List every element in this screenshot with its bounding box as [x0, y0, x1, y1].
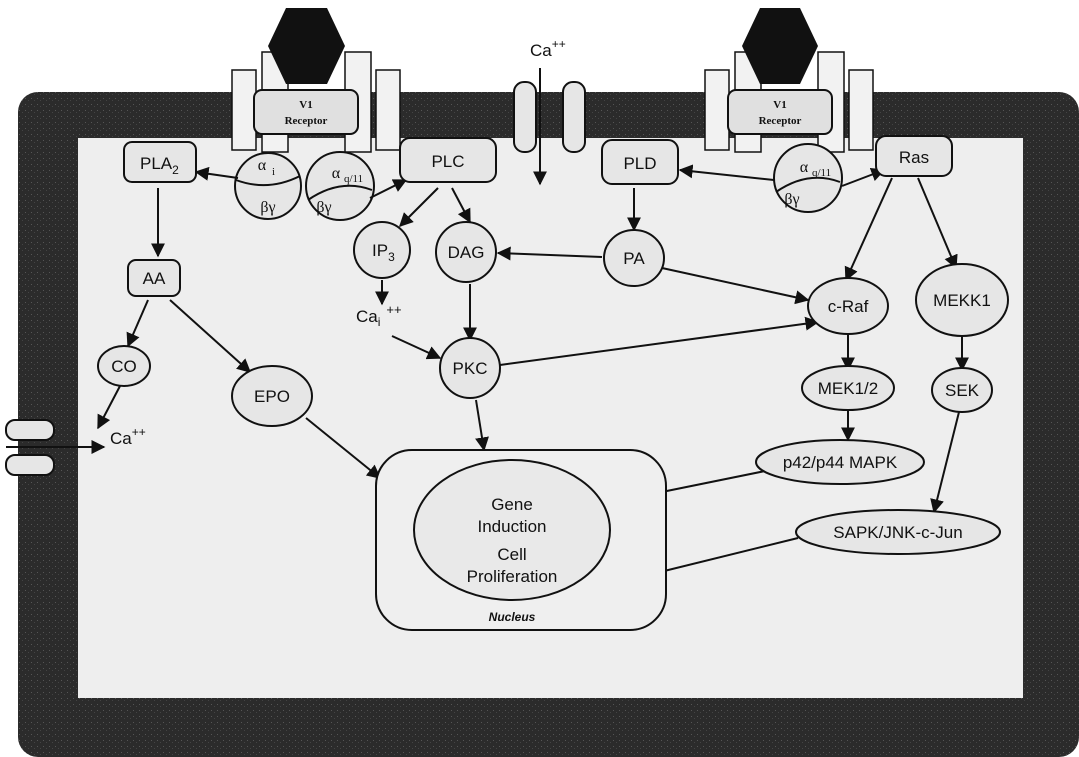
- nucleus-line1: Gene: [491, 495, 533, 514]
- mapk-text: p42/p44 MAPK: [783, 453, 898, 472]
- plc-text: PLC: [431, 152, 464, 171]
- node-sapk: SAPK/JNK-c-Jun: [796, 510, 1000, 554]
- g-beta-gamma-right: βγ: [784, 191, 799, 208]
- g-alpha-q11-right: α: [800, 159, 809, 176]
- node-aa: AA: [128, 260, 180, 296]
- node-pla2: PLA2: [124, 142, 196, 182]
- g-protein-q11-right: α q/11 βγ: [774, 144, 842, 212]
- node-pld: PLD: [602, 140, 678, 184]
- aa-text: AA: [143, 269, 166, 288]
- ca-top-text: Ca++: [530, 37, 566, 60]
- sek-text: SEK: [945, 381, 980, 400]
- node-pkc: PKC: [440, 338, 500, 398]
- nucleus-line4: Proliferation: [467, 567, 558, 586]
- pld-text: PLD: [623, 154, 656, 173]
- node-dag: DAG: [436, 222, 496, 282]
- g-alpha-q11-left: α: [332, 165, 341, 182]
- g-beta-gamma-left: βγ: [260, 199, 275, 216]
- node-mekk1: MEKK1: [916, 264, 1008, 336]
- dag-text: DAG: [448, 243, 485, 262]
- nucleus-label: Nucleus: [489, 610, 536, 624]
- mek12-text: MEK1/2: [818, 379, 878, 398]
- g-alpha-i-sub: i: [272, 166, 275, 178]
- epo-text: EPO: [254, 387, 290, 406]
- g-beta-gamma-mid: βγ: [316, 199, 331, 216]
- pkc-text: PKC: [453, 359, 488, 378]
- node-epo: EPO: [232, 366, 312, 426]
- nucleus: Gene Induction Cell Proliferation Nucleu…: [376, 450, 666, 630]
- nucleus-line2: Induction: [478, 517, 547, 536]
- g-protein-i: α i βγ: [235, 153, 301, 219]
- ras-text: Ras: [899, 148, 929, 167]
- receptor-left-line1: V1: [299, 99, 312, 111]
- g-alpha-i: α: [258, 157, 267, 174]
- node-co: CO: [98, 346, 150, 386]
- co-text: CO: [111, 357, 137, 376]
- receptor-right-line1: V1: [773, 99, 786, 111]
- pa-text: PA: [623, 249, 645, 268]
- receptor-right-line2: Receptor: [759, 115, 802, 127]
- node-pa: PA: [604, 230, 664, 286]
- sapk-text: SAPK/JNK-c-Jun: [833, 523, 962, 542]
- node-ras: Ras: [876, 136, 952, 176]
- g-protein-q11-left: α q/11 βγ: [306, 152, 374, 220]
- node-mapk: p42/p44 MAPK: [756, 440, 924, 484]
- node-craf: c-Raf: [808, 278, 888, 334]
- receptor-left-line2: Receptor: [285, 115, 328, 127]
- node-sek: SEK: [932, 368, 992, 412]
- nucleus-line3: Cell: [497, 545, 526, 564]
- node-ip3: IP3: [354, 222, 410, 278]
- g-alpha-q11-right-sub: q/11: [812, 167, 831, 179]
- node-mek12: MEK1/2: [802, 366, 894, 410]
- mekk1-text: MEKK1: [933, 291, 991, 310]
- g-alpha-q11-left-sub: q/11: [344, 173, 363, 185]
- node-plc: PLC: [400, 138, 496, 182]
- craf-text: c-Raf: [828, 297, 869, 316]
